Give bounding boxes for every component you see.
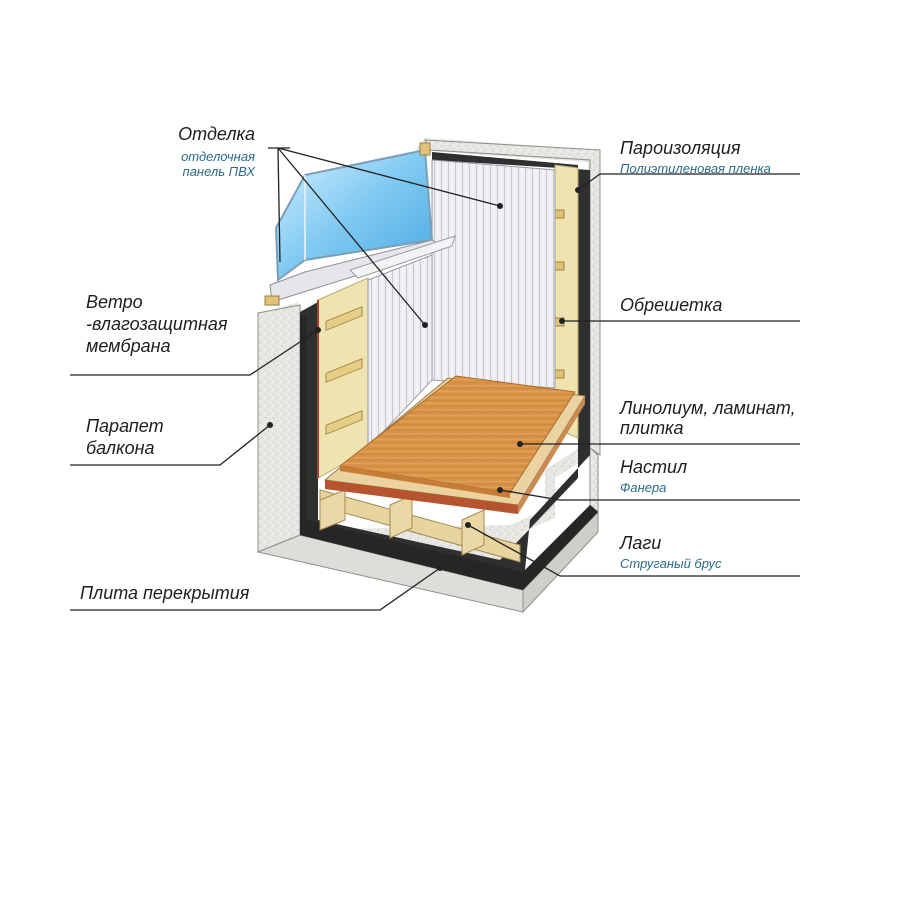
label-membrane-line2: -влагозащитная [86, 314, 228, 334]
label-joists-sub: Струганый брус [620, 556, 722, 571]
leader-deck [499, 489, 800, 501]
concrete-structure [256, 138, 601, 614]
leader-lines [70, 147, 800, 611]
label-deck-title: Настил [620, 457, 688, 477]
leader-slab [70, 567, 441, 611]
leader-otdelka-1 [277, 147, 501, 207]
label-flooring-line2: плитка [620, 418, 684, 438]
window [264, 142, 456, 306]
leader-parapet [70, 424, 271, 466]
leader-dots [267, 187, 581, 571]
insulation-back [551, 164, 579, 439]
label-joists-title: Лаги [620, 533, 662, 553]
pvc-panels [367, 159, 556, 450]
label-vapor-title: Пароизоляция [620, 138, 741, 158]
label-otdelka-title: Отделка [178, 124, 255, 144]
label-slab: Плита перекрытия [80, 583, 250, 603]
label-lathing: Обрешетка [620, 295, 723, 315]
leader-membrane [70, 329, 319, 376]
label-membrane-line1: Ветро [86, 292, 143, 312]
label-otdelka-sub1: отделочная [181, 149, 255, 164]
leader-joists [467, 524, 800, 577]
label-vapor-sub: Полиэтиленовая пленка [620, 161, 771, 176]
label-deck-sub: Фанера [620, 480, 667, 495]
label-parapet-line1: Парапет [86, 416, 164, 436]
label-membrane-line3: мембрана [86, 336, 171, 356]
leader-otdelka-3 [277, 147, 281, 263]
label-parapet-line2: балкона [86, 438, 155, 458]
insulation-left [317, 277, 369, 479]
label-flooring-line1: Линолиум, ламинат, [620, 398, 796, 418]
floor-layers [319, 375, 586, 563]
leader-vapor [577, 173, 800, 191]
leader-otdelka-2 [277, 147, 426, 326]
label-otdelka-sub2: панель ПВХ [182, 164, 255, 179]
